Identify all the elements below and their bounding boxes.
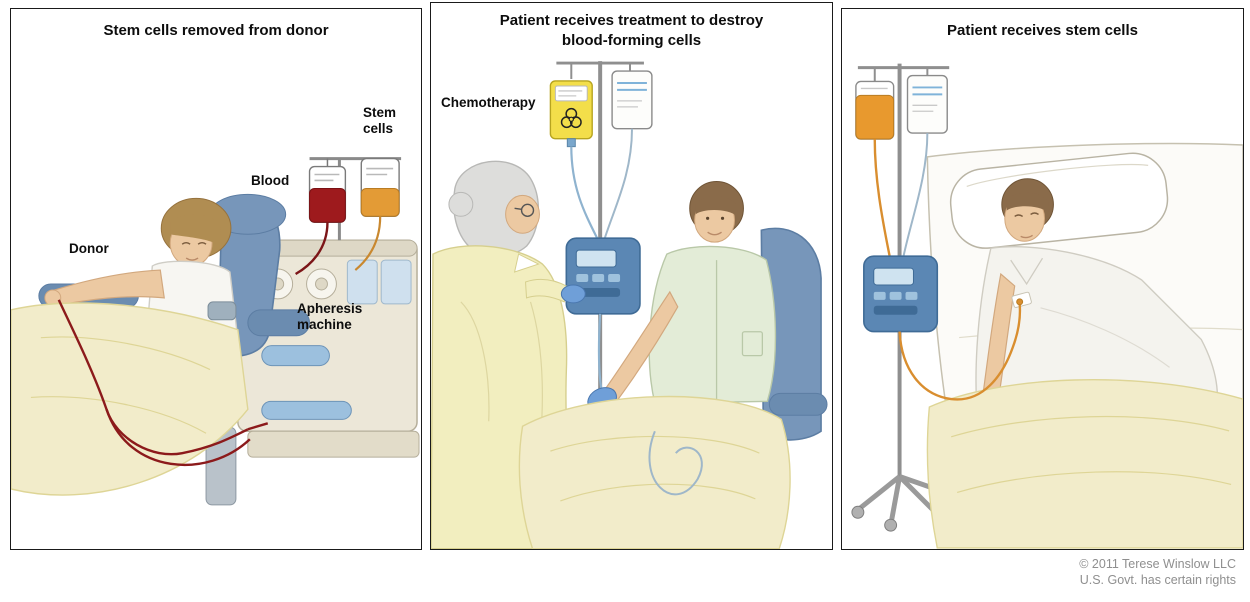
label-donor: Donor [69,241,109,256]
copyright-line2: U.S. Govt. has certain rights [1079,573,1236,588]
panel-receive: Patient receives stem cells [841,8,1244,550]
panel-donor-title-text: Stem cells removed from donor [103,22,329,39]
caster-wheel [884,518,898,532]
panel-treatment-title-text: Patient receives treatment to destroy bl… [499,12,764,49]
bed-blanket [926,379,1243,549]
stem-cell-tubing [898,298,1024,401]
biohazard-icon [560,107,582,129]
panel-donor: Stem cells removed from donor [10,8,422,550]
stem-cell-infusion-bag [855,80,895,257]
donor-blanket [11,302,249,496]
blood-bag [295,158,347,276]
panel-donor-title: Stem cells removed from donor [11,21,421,41]
panel-receive-title: Patient receives stem cells [842,21,1243,41]
chemotherapy-bag [549,80,600,241]
receive-illustration [851,63,1243,549]
label-stem-cells: Stem cells [363,105,397,136]
panel-treatment-title: Patient receives treatment to destroy bl… [431,11,832,50]
donor-illustration [11,157,420,506]
panel-treatment: Patient receives treatment to destroy bl… [430,2,833,550]
saline-bag [902,74,948,257]
stem-cell-bag [354,157,400,271]
tubing-coil [648,430,703,496]
label-chemotherapy: Chemotherapy [441,95,536,110]
treatment-patient [600,180,777,407]
pillow [949,152,1169,249]
treatment-illustration [431,61,828,549]
panel-receive-title-text: Patient receives stem cells [947,22,1138,39]
caster-wheel [851,505,865,519]
copyright-notice: © 2011 Terese Winslow LLC U.S. Govt. has… [1079,556,1236,589]
saline-bag [603,70,653,241]
infusion-pump [863,255,939,333]
copyright-line1: © 2011 Terese Winslow LLC [1079,557,1236,571]
label-apheresis-machine: Apheresis machine [297,301,363,332]
label-blood: Blood [251,173,290,188]
nurse-glove-upper [560,284,586,304]
patient-blanket [518,395,791,549]
donor-person [44,197,239,351]
blood-tubing [57,299,269,467]
glasses-icon [520,203,535,217]
